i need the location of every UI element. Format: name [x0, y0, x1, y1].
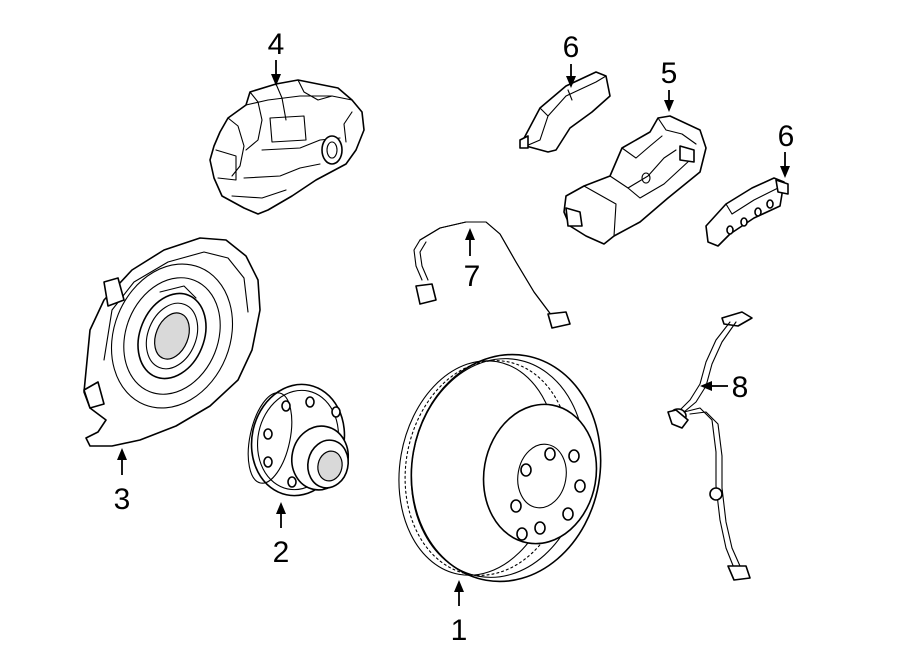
- arrowhead-5: [664, 100, 674, 112]
- brake-rotor: [398, 353, 602, 583]
- brake-pad-lower: [705, 177, 789, 247]
- arrowhead-6b: [780, 166, 790, 178]
- callout-5: 5: [661, 57, 678, 90]
- leader-lines: [117, 60, 790, 606]
- wheel-hub: [247, 383, 349, 497]
- callout-4: 4: [268, 28, 285, 61]
- dust-shield: [83, 237, 261, 447]
- callout-7: 7: [464, 260, 481, 293]
- callout-3: 3: [114, 483, 131, 516]
- arrowhead-2: [276, 502, 286, 514]
- arrowhead-3: [117, 448, 127, 460]
- callout-6-lower: 6: [778, 120, 795, 153]
- brake-pad-upper: [519, 71, 611, 153]
- arrowhead-6a: [566, 76, 576, 88]
- callout-1: 1: [451, 614, 468, 647]
- arrowhead-4: [271, 74, 281, 86]
- arrowhead-1: [454, 580, 464, 592]
- abs-sensor: [667, 311, 753, 581]
- callout-labels: 1 2 3 4 5 6 6 7 8: [114, 28, 795, 647]
- callout-2: 2: [273, 536, 290, 569]
- arrowhead-8: [700, 381, 712, 391]
- caliper-bracket: [563, 115, 707, 245]
- arrowhead-7: [465, 228, 475, 240]
- callout-8: 8: [732, 371, 749, 404]
- caliper: [209, 79, 365, 215]
- callout-6-upper: 6: [563, 31, 580, 64]
- wear-sensor: [413, 221, 571, 329]
